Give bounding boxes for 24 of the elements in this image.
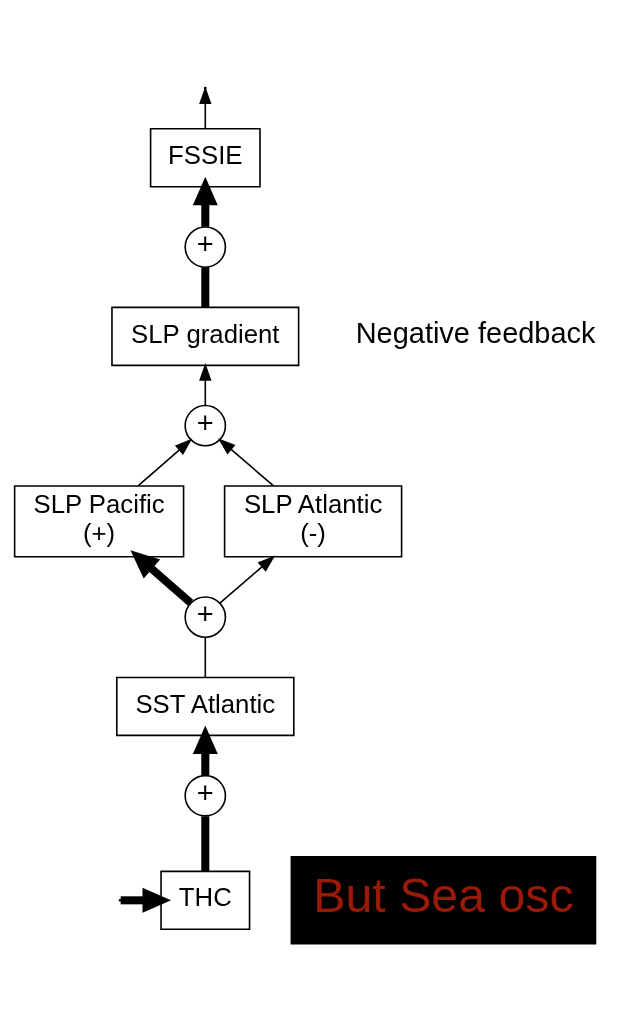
arrow: [219, 555, 276, 604]
node-box: SLP Pacific (+): [13, 485, 185, 558]
connector: [201, 816, 210, 871]
arrow: [199, 86, 212, 130]
node-box: THC: [160, 870, 251, 931]
arrow: [120, 887, 172, 913]
arrow: [130, 550, 194, 606]
node-circle: +: [184, 774, 227, 817]
node-box: SLP Atlantic (-): [223, 485, 403, 558]
node-circle: +: [184, 226, 227, 268]
label: But Sea osc: [313, 868, 574, 923]
arrow: [218, 438, 275, 487]
node-circle: +: [184, 404, 227, 447]
arrow: [137, 438, 193, 487]
connector: [204, 636, 207, 678]
arrow: [192, 176, 218, 227]
node-circle: +: [184, 596, 227, 639]
arrow: [199, 363, 212, 407]
label: Negative feedback: [355, 317, 596, 350]
arrow: [192, 725, 218, 776]
node-box: SST Atlantic: [116, 676, 295, 737]
node-box: SLP gradient: [111, 306, 300, 367]
connector: [201, 267, 210, 308]
node-box: FSSIE: [149, 128, 261, 188]
